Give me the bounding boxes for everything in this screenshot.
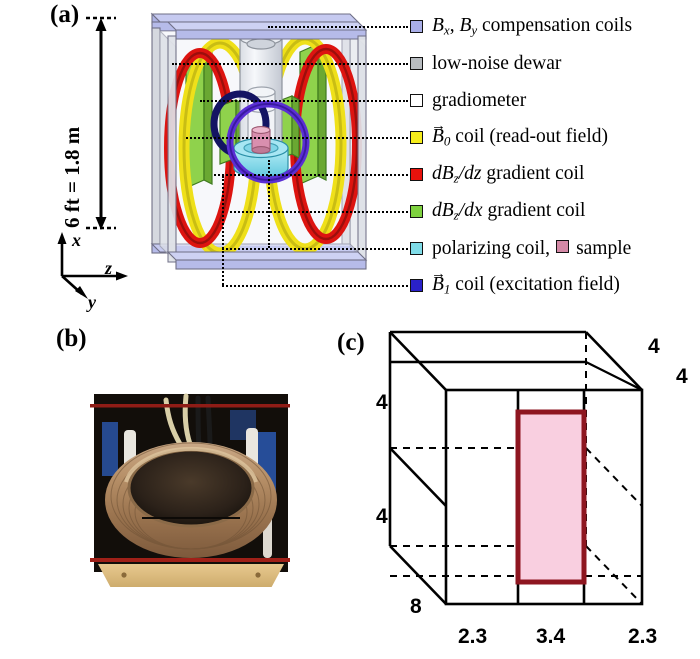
legend-swatch-polarizing-coil bbox=[410, 242, 423, 255]
leader-line-dbzdx bbox=[230, 211, 408, 213]
sample-region bbox=[515, 409, 587, 585]
legend-item-low-noise-dewar[interactable]: low-noise dewar bbox=[410, 45, 700, 82]
axis-label-x: x bbox=[72, 230, 81, 250]
leader-line-b0 bbox=[186, 137, 408, 139]
dim-label-bottom-left: 2.3 bbox=[458, 625, 488, 648]
legend-swatch-sample bbox=[556, 240, 570, 254]
legend-label-polarizing-coil: polarizing coil,sample bbox=[432, 237, 632, 259]
legend-label-gradiometer: gradiometer bbox=[432, 89, 527, 111]
dim-label-left-lower: 4 bbox=[376, 505, 388, 528]
legend-item-gradiometer[interactable]: gradiometer bbox=[410, 82, 700, 119]
axis-label-y: y bbox=[88, 292, 96, 312]
leader-line-dewar bbox=[172, 63, 408, 65]
legend-swatch-compensation-coils bbox=[410, 20, 423, 33]
legend-swatch-dbz-dx-gradient-coil bbox=[410, 205, 423, 218]
panel-b-label: (b) bbox=[56, 325, 87, 352]
legend-swatch-dbz-dz-gradient-coil bbox=[410, 168, 423, 181]
axis-triad bbox=[57, 232, 128, 299]
axis-label-z: z bbox=[105, 258, 113, 278]
legend-item-b0-coil[interactable]: →B0 coil (read-out field) bbox=[410, 119, 700, 156]
legend-item-polarizing-coil-and-sample[interactable]: polarizing coil,sample bbox=[410, 230, 700, 267]
leader-drop-polarizing bbox=[268, 160, 270, 248]
legend-label-b0-coil: →B0 coil (read-out field) bbox=[431, 118, 608, 149]
dim-label-top-right-upper: 4 bbox=[648, 335, 660, 358]
legend-item-dbz-dz-gradient-coil[interactable]: dBz/dz gradient coil bbox=[410, 156, 700, 193]
legend-swatch-low-noise-dewar bbox=[410, 57, 423, 70]
panel-c-box-diagram bbox=[388, 330, 644, 606]
scale-bar bbox=[95, 18, 107, 230]
dim-label-bottom-center: 3.4 bbox=[536, 625, 566, 648]
leader-line-b1 bbox=[222, 285, 408, 287]
scale-tick-top bbox=[86, 16, 116, 20]
apparatus-diagram bbox=[150, 12, 368, 270]
legend-label-compensation-coils: Bx, By compensation coils bbox=[432, 15, 633, 38]
dim-label-bottom-right: 2.3 bbox=[628, 625, 658, 648]
legend-label-dbz-dz-gradient-coil: dBz/dz gradient coil bbox=[432, 163, 585, 186]
legend-item-compensation-coils[interactable]: Bx, By compensation coils bbox=[410, 8, 700, 45]
legend-label-b1-coil: →B1 coil (excitation field) bbox=[431, 266, 620, 297]
legend-item-b1-coil[interactable]: →B1 coil (excitation field) bbox=[410, 267, 700, 304]
panel-b-photograph bbox=[80, 382, 302, 594]
scale-bar-label: 6 ft = 1.8 m bbox=[60, 126, 84, 228]
legend-swatch-b0-coil bbox=[410, 131, 423, 144]
legend-item-dbz-dx-gradient-coil[interactable]: dBz/dx gradient coil bbox=[410, 193, 700, 230]
leader-line-gradiometer bbox=[200, 100, 408, 102]
dim-label-top-right-lower: 4 bbox=[676, 365, 688, 388]
legend-label-low-noise-dewar: low-noise dewar bbox=[432, 52, 562, 74]
legend: Bx, By compensation coils low-noise dewa… bbox=[410, 8, 700, 304]
leader-drop-b1 bbox=[222, 176, 224, 285]
dim-label-left-upper: 4 bbox=[376, 391, 388, 414]
scale-tick-bottom bbox=[86, 226, 116, 230]
legend-swatch-gradiometer bbox=[410, 94, 423, 107]
legend-label-dbz-dx-gradient-coil: dBz/dx gradient coil bbox=[432, 200, 586, 223]
dim-label-depth: 8 bbox=[410, 595, 422, 618]
leader-line-polarizing bbox=[222, 248, 408, 250]
panel-a-label: (a) bbox=[50, 1, 80, 28]
leader-line-compensation bbox=[268, 26, 408, 28]
legend-swatch-b1-coil bbox=[410, 279, 423, 292]
panel-c-label: (c) bbox=[337, 329, 365, 356]
leader-line-dbzdz bbox=[214, 174, 408, 176]
